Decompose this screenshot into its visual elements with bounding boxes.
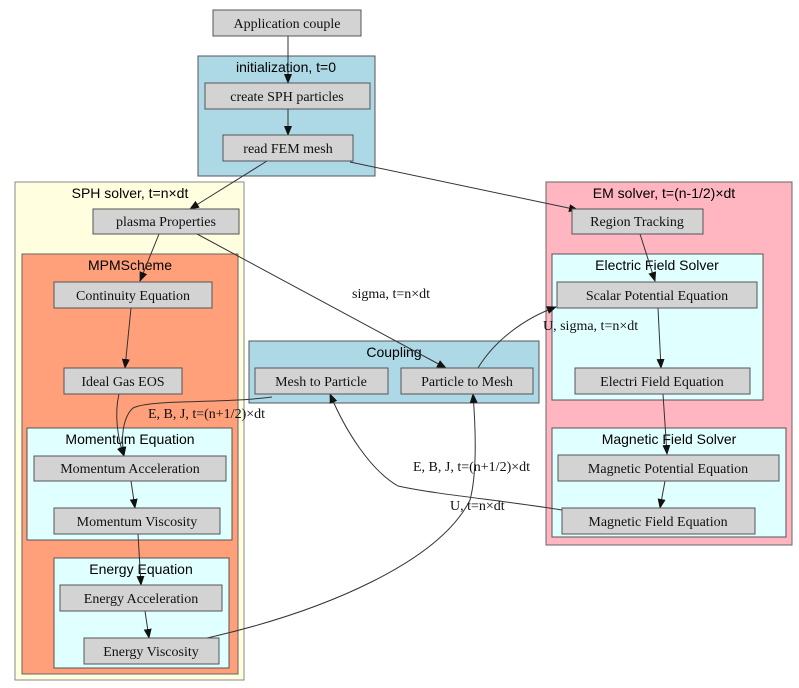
node-scalar-potential-equation-label: Scalar Potential Equation — [586, 289, 728, 304]
node-particle-to-mesh-label: Particle to Mesh — [421, 375, 513, 390]
node-magnetic-field-equation[interactable]: Magnetic Field Equation — [561, 507, 756, 535]
edge-momentum-visc-to-energy-acc — [136, 533, 145, 586]
node-mesh-to-particle-label: Mesh to Particle — [275, 375, 367, 390]
edge-energy-acc-to-viscosity — [143, 610, 152, 639]
node-ideal-gas-eos-label: Ideal Gas EOS — [81, 375, 164, 390]
edge-label-ebj-to-momentum: E, B, J, t=(n+1/2)×dt — [148, 407, 265, 422]
node-magnetic-potential-equation-label: Magnetic Potential Equation — [588, 462, 748, 477]
node-scalar-potential-equation[interactable]: Scalar Potential Equation — [556, 281, 758, 309]
node-region-tracking[interactable]: Region Tracking — [571, 208, 704, 235]
node-magnetic-potential-equation[interactable]: Magnetic Potential Equation — [557, 454, 780, 482]
node-energy-acceleration[interactable]: Energy Acceleration — [59, 584, 223, 612]
cluster-electric-field-solver-label: Electric Field Solver — [595, 257, 719, 273]
edge-read-to-plasma — [189, 160, 268, 210]
node-momentum-acceleration[interactable]: Momentum Acceleration — [33, 455, 227, 482]
cluster-em-solver-label: EM solver, t=(n-1/2)×dt — [593, 185, 736, 201]
edge-region-to-scalar — [639, 233, 657, 282]
node-magnetic-field-equation-label: Magnetic Field Equation — [588, 515, 727, 530]
cluster-initialization-label: initialization, t=0 — [236, 59, 336, 75]
node-energy-acceleration-label: Energy Acceleration — [84, 592, 198, 607]
node-momentum-acceleration-label: Momentum Acceleration — [60, 462, 200, 477]
node-mesh-to-particle[interactable]: Mesh to Particle — [254, 367, 389, 395]
node-ideal-gas-eos[interactable]: Ideal Gas EOS — [63, 367, 183, 395]
edge-scalar-to-electri — [656, 307, 665, 369]
cluster-magnetic-field-solver-label: Magnetic Field Solver — [602, 431, 737, 447]
node-application-couple[interactable]: Application couple — [212, 9, 362, 37]
node-electri-field-equation[interactable]: Electri Field Equation — [574, 367, 751, 395]
edge-label-sigma: sigma, t=n×dt — [352, 287, 430, 302]
edge-energy-visc-to-particle-to-mesh — [206, 393, 478, 639]
cluster-coupling-label: Coupling — [366, 344, 421, 360]
node-momentum-viscosity-label: Momentum Viscosity — [77, 515, 198, 530]
node-application-couple-label: Application couple — [234, 17, 341, 32]
edge-plasma-to-continuity — [139, 233, 160, 282]
edges — [116, 36, 671, 639]
edge-continuity-to-eos — [121, 307, 132, 369]
node-momentum-viscosity[interactable]: Momentum Viscosity — [53, 507, 221, 535]
cluster-momentum-equation-label: Momentum Equation — [65, 431, 194, 447]
node-plasma-properties[interactable]: plasma Properties — [92, 208, 240, 235]
edge-label-u-sigma: U, sigma, t=n×dt — [543, 319, 638, 334]
node-continuity-equation-label: Continuity Equation — [76, 289, 190, 304]
node-energy-viscosity[interactable]: Energy Viscosity — [83, 637, 220, 665]
cluster-sph-solver-label: SPH solver, t=n×dt — [72, 185, 189, 201]
edge-electri-to-magnetic-potential — [662, 393, 671, 455]
node-energy-viscosity-label: Energy Viscosity — [103, 645, 198, 660]
node-create-sph-particles[interactable]: create SPH particles — [204, 82, 371, 110]
cluster-energy-equation-label: Energy Equation — [89, 561, 193, 577]
edge-magnetic-potential-to-field — [657, 480, 666, 509]
edge-momentum-acc-to-viscosity — [129, 480, 138, 509]
edge-label-ebj-to-mesh-to-particle: E, B, J, t=(n+1/2)×dt — [413, 460, 530, 475]
node-electri-field-equation-label: Electri Field Equation — [600, 375, 724, 390]
edge-particle-to-mesh-to-scalar — [477, 306, 557, 369]
edge-read-to-region — [349, 161, 579, 213]
node-plasma-properties-label: plasma Properties — [116, 215, 216, 230]
node-read-fem-mesh[interactable]: read FEM mesh — [222, 134, 354, 162]
edge-plasma-to-particle-to-mesh — [196, 233, 447, 369]
node-continuity-equation[interactable]: Continuity Equation — [53, 281, 213, 309]
node-particle-to-mesh[interactable]: Particle to Mesh — [400, 367, 534, 395]
edge-magnetic-field-to-mesh-to-particle — [329, 393, 563, 511]
node-region-tracking-label: Region Tracking — [590, 215, 684, 230]
edge-label-u-to-particle-to-mesh: U, t=n×dt — [450, 499, 505, 514]
node-read-fem-mesh-label: read FEM mesh — [243, 142, 332, 157]
edge-mesh-to-particle-to-momentum-acc — [118, 396, 273, 457]
node-create-sph-particles-label: create SPH particles — [230, 90, 344, 105]
cluster-mpm-scheme-label: MPMScheme — [88, 257, 172, 273]
